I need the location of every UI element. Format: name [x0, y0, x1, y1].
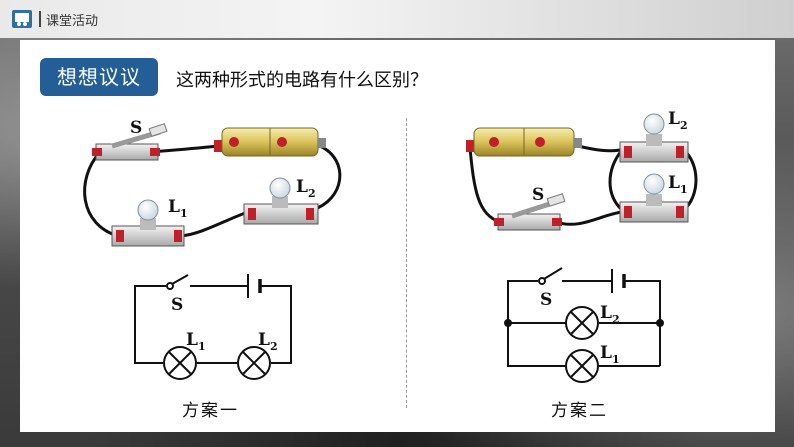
- plan2-photo-lamp1-label: L1: [668, 173, 688, 196]
- plan2-photo: S L2 L1: [466, 109, 698, 231]
- section-tag: 想想议议: [40, 58, 158, 96]
- plan1-photo-lamp2-label: L2: [296, 177, 316, 200]
- lamp-device-1a: [111, 199, 185, 247]
- plan1-photo: S L1 L2: [83, 118, 342, 247]
- lamp-device-2b: [619, 113, 689, 163]
- plan2-label: 方案二: [551, 401, 608, 421]
- plan1-schematic-lamp2-label: L2: [258, 330, 278, 353]
- lamp-symbol-2a: [565, 349, 599, 383]
- switch-device-1: [92, 123, 168, 161]
- switch-device-2: [494, 193, 566, 231]
- header-title: 课堂活动: [46, 14, 99, 29]
- battery-device-2: [466, 127, 582, 157]
- plan2-schematic-switch-label: S: [540, 290, 552, 310]
- lamp-device-2a: [619, 173, 689, 223]
- plan1-schematic-lamp1-label: L1: [186, 330, 206, 353]
- header-bar: 课堂活动: [0, 0, 794, 38]
- battery-device-1: [214, 127, 326, 157]
- lamp-device-1b: [243, 177, 319, 225]
- plan1-schematic: [134, 274, 292, 380]
- plan2-schematic-lamp2-label: L2: [600, 303, 620, 326]
- plan-divider: [406, 118, 407, 408]
- plan1-schematic-switch-label: S: [171, 295, 183, 315]
- plan1-photo-lamp1-label: L1: [168, 197, 188, 220]
- plan2-photo-lamp2-label: L2: [668, 109, 688, 132]
- presentation-icon: [12, 10, 32, 28]
- lamp-symbol-1b: [237, 346, 271, 380]
- plan2-photo-switch-label: S: [532, 185, 544, 205]
- question-text: 这两种形式的电路有什么区别？: [176, 70, 428, 91]
- plan1-label: 方案一: [182, 401, 239, 421]
- plan2-schematic-lamp1-label: L1: [600, 343, 620, 366]
- header-divider: [39, 11, 41, 27]
- lamp-symbol-2b: [565, 306, 599, 340]
- plan1-photo-switch-label: S: [130, 118, 142, 138]
- lamp-symbol-1a: [163, 346, 197, 380]
- plan2-schematic: [504, 267, 664, 383]
